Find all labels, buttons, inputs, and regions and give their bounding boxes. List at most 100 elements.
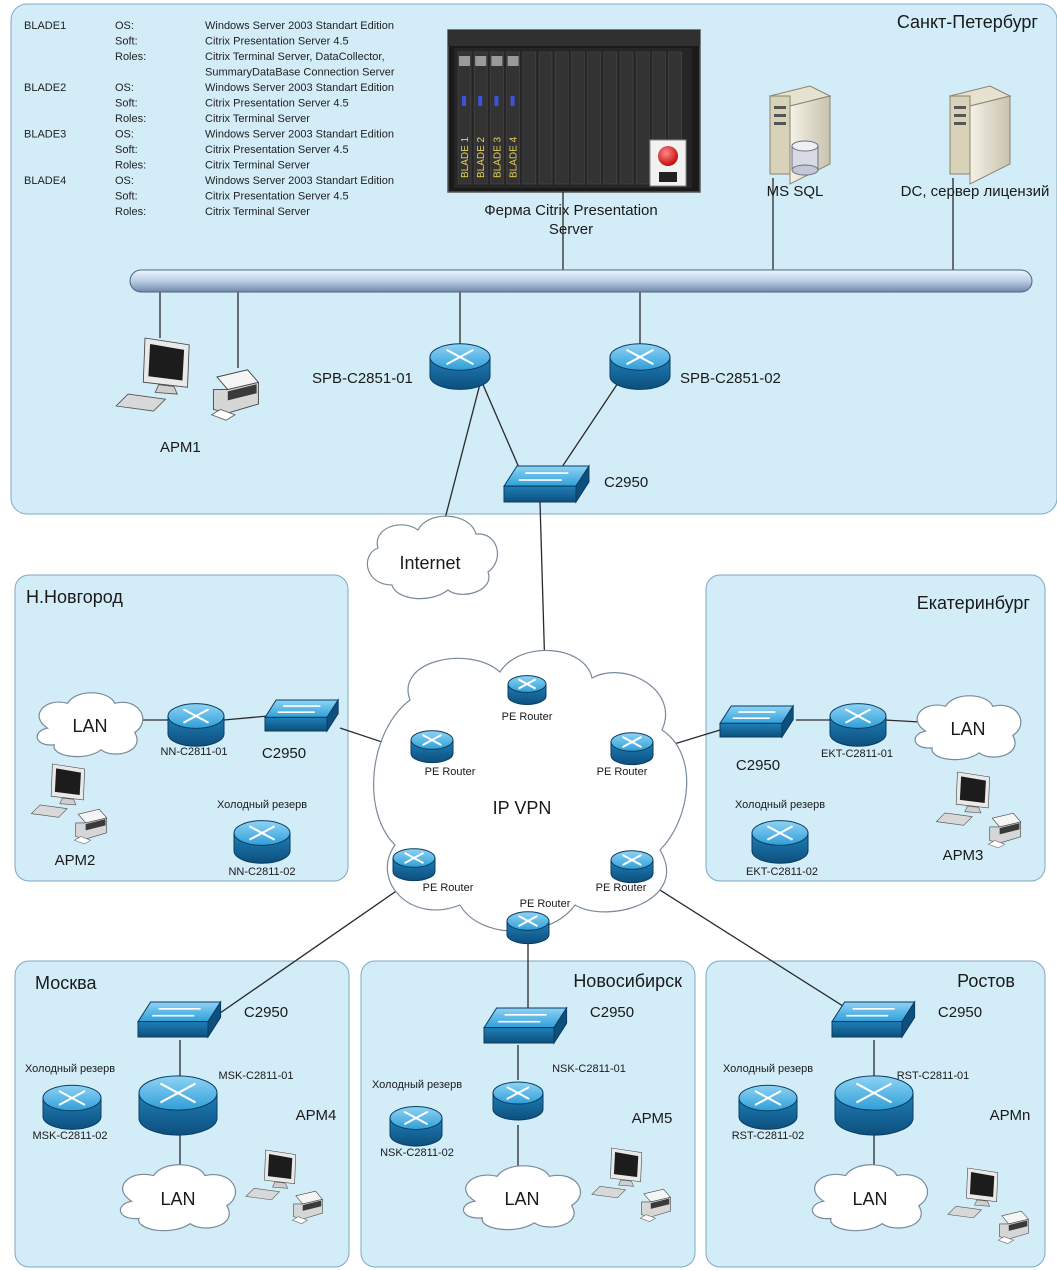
nsk-workstation-icon: [591, 1147, 643, 1199]
nn-router1-label: NN-C2811-01: [160, 746, 227, 758]
nsk-cold-label: Холодный резерв: [372, 1079, 462, 1091]
blade-name: BLADE2: [24, 82, 66, 94]
nn-router2-label: NN-C2811-02: [228, 866, 295, 878]
blade-field-value: Citrix Terminal Server: [205, 113, 310, 125]
spb-router-2-icon: [609, 343, 671, 390]
ekt-workstation-icon: [935, 771, 990, 826]
rst-router2-label: RST-C2811-02: [732, 1130, 805, 1142]
rst-lan-cloud: LAN: [812, 1164, 929, 1232]
ekt-cold-label: Холодный резерв: [735, 799, 825, 811]
blade-name: BLADE3: [24, 129, 66, 141]
blade-field-label: Soft:: [115, 144, 138, 156]
blade-field-value: Windows Server 2003 Standart Edition: [205, 129, 394, 141]
blade-field-value: Citrix Terminal Server, DataCollector,: [205, 51, 385, 63]
nsk-router-1-icon: [492, 1081, 544, 1121]
pe-router-label: PE Router: [596, 882, 647, 894]
pe-router-icon: [410, 730, 454, 764]
blade-field-value: Citrix Presentation Server 4.5: [205, 144, 349, 156]
rst-router1-label: RST-C2811-01: [897, 1070, 970, 1082]
ekt-router1-label: EKT-C2811-01: [821, 748, 893, 760]
spb-workstation-icon: [115, 337, 190, 412]
lan-label: LAN: [72, 716, 107, 736]
nn-router-1-icon: [167, 703, 225, 747]
blade-field-label: Soft:: [115, 98, 138, 110]
rst-workstation-icon: [947, 1167, 999, 1219]
pe-router-label: PE Router: [520, 898, 571, 910]
blade-field-label: Soft:: [115, 191, 138, 203]
internet-label: Internet: [399, 553, 460, 573]
nn-switch-icon: [264, 698, 340, 733]
blade-slot-label: BLADE 1: [460, 136, 471, 178]
blade-name: BLADE4: [24, 175, 66, 187]
blade-slot-label: BLADE 4: [509, 136, 520, 178]
nsk-switch-label: C2950: [590, 1004, 634, 1021]
pe-router-label: PE Router: [502, 711, 553, 723]
nsk-arm-label: АРМ5: [632, 1110, 673, 1127]
blade-field-value: Windows Server 2003 Standart Edition: [205, 20, 394, 32]
lan-label: LAN: [160, 1189, 195, 1209]
blade-field-label: Roles:: [115, 206, 146, 218]
pe-router-icon: [610, 850, 654, 884]
nsk-title: Новосибирск: [573, 971, 682, 991]
blade-field-value: Citrix Terminal Server: [205, 160, 310, 172]
spb-router2-label: SPB-C2851-02: [680, 370, 781, 387]
msk-switch-icon: [137, 1000, 222, 1039]
nn-lan-cloud: LAN: [36, 692, 144, 758]
blade-field-value: Windows Server 2003 Standart Edition: [205, 175, 394, 187]
msk-cold-label: Холодный резерв: [25, 1063, 115, 1075]
blade-slot-label: BLADE 3: [492, 136, 503, 178]
rst-arm-label: АРМn: [990, 1107, 1031, 1124]
pe-router-label: PE Router: [425, 766, 476, 778]
blade-field-label: OS:: [115, 129, 134, 141]
nsk-router1-label: NSK-C2811-01: [552, 1063, 626, 1075]
blade-name: BLADE1: [24, 20, 66, 32]
spb-router-1-icon: [429, 343, 491, 390]
ip-vpn-cloud: [373, 650, 688, 932]
spb-title: Санкт-Петербург: [897, 12, 1039, 32]
rst-router-2-icon: [738, 1084, 798, 1130]
ekt-switch-label: C2950: [736, 757, 780, 774]
nn-router-2-icon: [233, 820, 291, 864]
msk-title: Москва: [35, 973, 97, 993]
blade-field-value: Windows Server 2003 Standart Edition: [205, 82, 394, 94]
blade-slot-label: BLADE 2: [476, 136, 487, 178]
msk-switch-label: C2950: [244, 1004, 288, 1021]
blade-field-value: Citrix Presentation Server 4.5: [205, 191, 349, 203]
ekt-router2-label: EKT-C2811-02: [746, 866, 818, 878]
pe-router-icon: [392, 848, 436, 882]
lan-label: LAN: [950, 719, 985, 739]
nsk-switch-icon: [483, 1006, 568, 1045]
spb-printer-icon: [210, 369, 260, 421]
blade-field-label: OS:: [115, 20, 134, 32]
ekt-arm-label: АРМ3: [943, 847, 984, 864]
pe-router-icon: [610, 732, 654, 766]
dc-server-icon: [948, 85, 1012, 185]
internet-cloud: [366, 515, 498, 600]
pe-router-icon: [506, 911, 550, 945]
blade-field-label: Roles:: [115, 160, 146, 172]
msk-lan-cloud: LAN: [120, 1164, 237, 1232]
ekt-lan-cloud: LAN: [914, 695, 1022, 761]
rst-router-1-icon: [834, 1075, 914, 1136]
nn-cold-label: Холодный резерв: [217, 799, 307, 811]
blade-field-label: Roles:: [115, 113, 146, 125]
ekt-router-1-icon: [829, 703, 887, 747]
nsk-router-2-icon: [389, 1106, 443, 1147]
blade-field-value: Citrix Presentation Server 4.5: [205, 36, 349, 48]
msk-workstation-icon: [245, 1149, 297, 1201]
nn-switch-label: C2950: [262, 745, 306, 762]
dc-label: DC, сервер лицензий: [901, 183, 1050, 200]
blade-field-label: Soft:: [115, 36, 138, 48]
ip-vpn-label: IP VPN: [493, 798, 552, 818]
blade-field-value: SummaryDataBase Connection Server: [205, 67, 395, 79]
pe-router-label: PE Router: [597, 766, 648, 778]
pe-router-label: PE Router: [423, 882, 474, 894]
rst-cold-label: Холодный резерв: [723, 1063, 813, 1075]
rst-title: Ростов: [957, 971, 1015, 991]
pe-router-icon: [507, 675, 547, 705]
spb-links: [159, 178, 954, 673]
farm-label-line2: Server: [549, 221, 593, 238]
nn-printer-icon: [73, 808, 108, 845]
ms-sql-label: MS SQL: [767, 183, 824, 200]
